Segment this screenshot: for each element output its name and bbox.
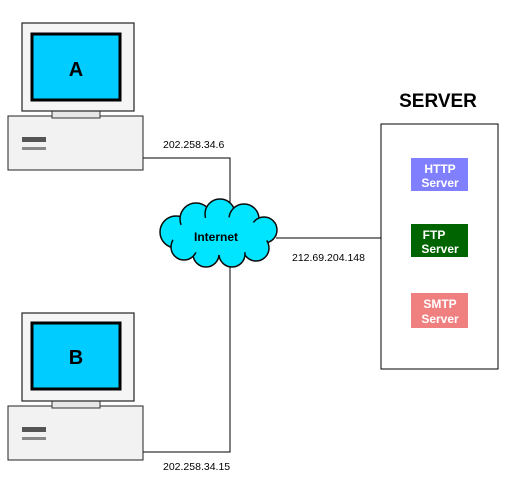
http-server-line1: HTTP — [424, 162, 455, 176]
computer-a: A — [7, 22, 144, 171]
computer-b-screen — [30, 321, 122, 391]
ftp-server-bg — [411, 224, 468, 257]
smtp-server-line2: Server — [421, 312, 459, 326]
smtp-server-line1: SMTP — [423, 297, 456, 311]
ftp-server-box: FTP Server — [411, 224, 468, 257]
link-computer-a — [142, 157, 231, 212]
http-server-bg — [411, 158, 468, 191]
internet-label: Internet — [194, 230, 238, 244]
computer-b-label: B — [69, 347, 83, 369]
computer-b-ip: 202.258.34.15 — [163, 461, 230, 473]
computer-a-screen — [30, 32, 122, 102]
internet-cloud: Internet — [159, 198, 278, 268]
computer-b-drive-slot — [22, 427, 46, 432]
connection-lines — [142, 157, 381, 453]
computer-b-drive-slot-2 — [22, 437, 46, 440]
computer-a-base — [7, 115, 144, 171]
http-server-box: HTTP Server — [411, 158, 468, 191]
smtp-server-box: SMTP Server — [411, 293, 468, 328]
http-server-line2: Server — [421, 176, 459, 190]
computer-a-ip: 202.258.34.6 — [163, 139, 224, 151]
ftp-server-line1: FTP — [423, 228, 446, 242]
computer-a-drive-slot-2 — [22, 147, 46, 150]
smtp-server-bg — [411, 293, 468, 328]
computer-a-label: A — [69, 59, 83, 81]
computer-b: B — [7, 312, 144, 461]
server-ip: 212.69.204.148 — [292, 252, 365, 264]
server-title: SERVER — [399, 91, 477, 112]
ftp-server-line2: Server — [421, 242, 459, 256]
computer-b-base — [7, 405, 144, 461]
link-computer-b — [142, 262, 231, 453]
computer-a-drive-slot — [22, 137, 46, 142]
